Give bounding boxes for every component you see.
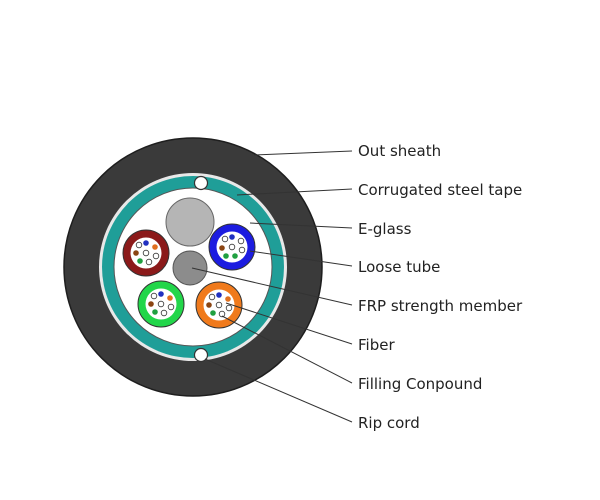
- leader-line-frp-strength-member: [191, 267, 353, 306]
- fiber: [216, 292, 222, 298]
- loose-tube-blue: [208, 223, 256, 271]
- fiber: [238, 246, 246, 254]
- fiber: [157, 300, 165, 308]
- label-loose-tube: Loose tube: [358, 258, 440, 276]
- rip-cord-top: [193, 175, 209, 191]
- fiber: [152, 244, 158, 250]
- fiber: [219, 245, 225, 251]
- leader-line-rip-cord: [204, 358, 353, 423]
- loose-tube-orange: [195, 281, 243, 329]
- fiber: [215, 301, 223, 309]
- fiber: [206, 302, 212, 308]
- fiber: [133, 250, 139, 256]
- label-rip-cord: Rip cord: [358, 414, 420, 432]
- fiber: [229, 234, 235, 240]
- fiber: [152, 252, 160, 260]
- fiber: [225, 296, 231, 302]
- loose-tube-red: [122, 229, 170, 277]
- fiber: [143, 240, 149, 246]
- fiber: [135, 241, 143, 249]
- label-e-glass: E-glass: [358, 220, 412, 238]
- fiber: [167, 295, 173, 301]
- leader-line-out-sheath: [253, 150, 353, 156]
- fiber: [145, 258, 153, 266]
- fiber: [232, 253, 238, 259]
- leader-line-loose-tube: [249, 250, 353, 267]
- fiber: [158, 291, 164, 297]
- fiber: [167, 303, 175, 311]
- leader-line-e-glass: [249, 222, 353, 229]
- loose-tube-green: [137, 280, 185, 328]
- leader-line-corrugated-steel-tape: [236, 188, 353, 196]
- fiber: [148, 301, 154, 307]
- filler-rod: [165, 197, 215, 247]
- rip-cord-bottom: [193, 347, 209, 363]
- frp-strength-member: [172, 250, 208, 286]
- fiber: [228, 243, 236, 251]
- fiber: [137, 258, 143, 264]
- fiber: [160, 309, 168, 317]
- fiber: [142, 249, 150, 257]
- fiber: [218, 310, 226, 318]
- leader-line-filling-compound: [221, 315, 353, 384]
- fiber: [221, 235, 229, 243]
- label-corrugated-steel-tape: Corrugated steel tape: [358, 181, 522, 199]
- fiber: [152, 309, 158, 315]
- fiber: [208, 293, 216, 301]
- fiber: [150, 292, 158, 300]
- fiber: [210, 310, 216, 316]
- label-fiber: Fiber: [358, 336, 395, 354]
- fiber: [225, 304, 233, 312]
- label-frp-strength-member: FRP strength member: [358, 297, 523, 315]
- fiber: [223, 253, 229, 259]
- label-filling-compound: Filling Conpound: [358, 375, 482, 393]
- label-out-sheath: Out sheath: [358, 142, 441, 160]
- leader-line-fiber: [225, 302, 353, 345]
- fiber: [237, 237, 245, 245]
